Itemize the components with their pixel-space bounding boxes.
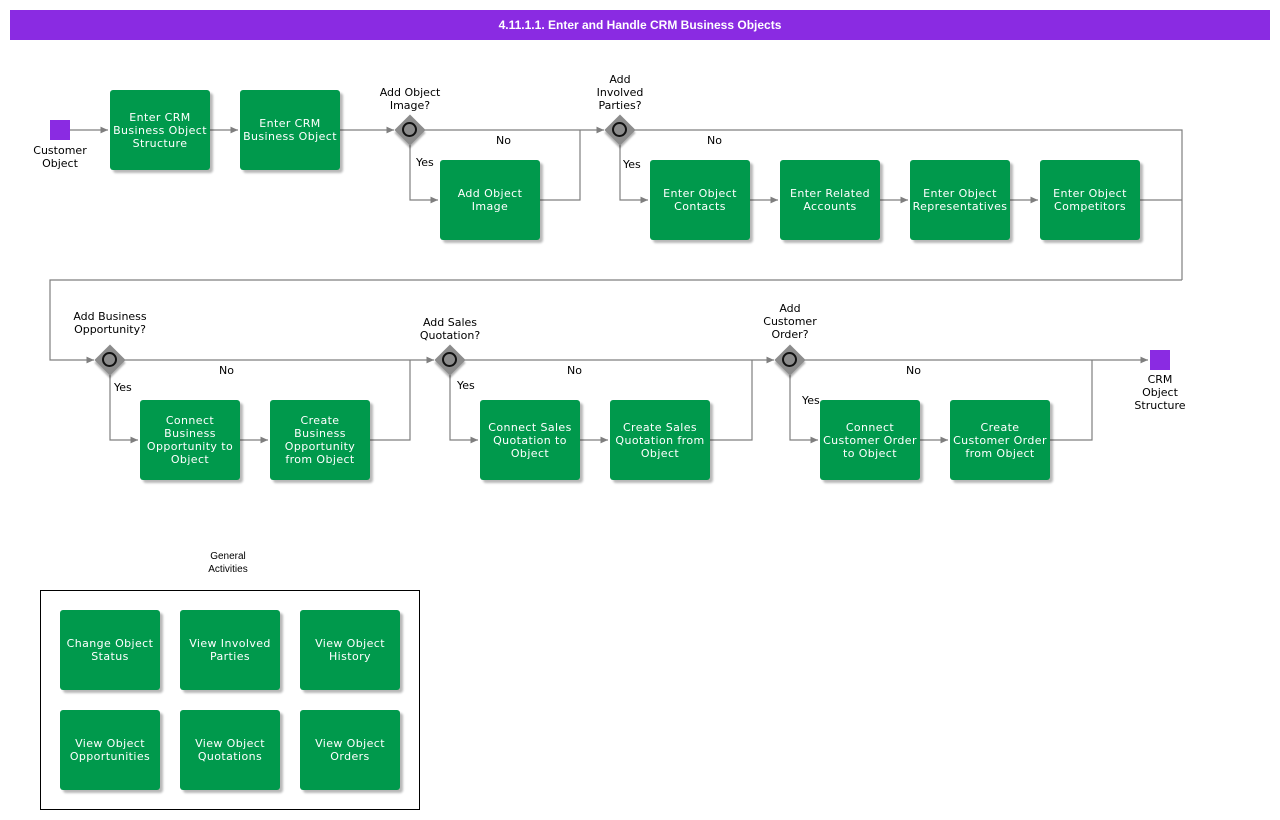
task-view-opportunities[interactable]: View Object Opportunities bbox=[60, 710, 160, 790]
gateway-business-opportunity-label: Add Business Opportunity? bbox=[73, 310, 147, 336]
label-opportunity-yes: Yes bbox=[114, 381, 132, 394]
label-order-no: No bbox=[906, 364, 921, 377]
end-event-label: CRM Object Structure bbox=[1134, 373, 1186, 412]
task-add-object-image[interactable]: Add Object Image bbox=[440, 160, 540, 240]
flow-image-yes bbox=[409, 145, 438, 204]
gateway-customer-order-marker bbox=[782, 352, 797, 367]
label-image-yes: Yes bbox=[416, 156, 434, 169]
task-view-quotations[interactable]: View Object Quotations bbox=[180, 710, 280, 790]
task-view-orders[interactable]: View Object Orders bbox=[300, 710, 400, 790]
gateway-add-image-label: Add Object Image? bbox=[379, 86, 441, 112]
label-parties-no: No bbox=[707, 134, 722, 147]
task-enter-structure[interactable]: Enter CRM Business Object Structure bbox=[110, 90, 210, 170]
flow-parties-yes bbox=[619, 145, 648, 204]
label-quotation-yes: Yes bbox=[457, 379, 475, 392]
task-create-opportunity[interactable]: Create Business Opportunity from Object bbox=[270, 400, 370, 480]
task-view-involved-parties[interactable]: View Involved Parties bbox=[180, 610, 280, 690]
end-event[interactable] bbox=[1150, 350, 1170, 370]
diagram-title: 4.11.1.1. Enter and Handle CRM Business … bbox=[10, 10, 1270, 40]
gateway-sales-quotation-marker bbox=[442, 352, 457, 367]
start-event[interactable] bbox=[50, 120, 70, 140]
general-activities-group bbox=[40, 590, 420, 810]
gateway-sales-quotation-label: Add Sales Quotation? bbox=[419, 316, 481, 342]
task-connect-quotation[interactable]: Connect Sales Quotation to Object bbox=[480, 400, 580, 480]
gateway-customer-order-label: Add Customer Order? bbox=[763, 302, 817, 341]
label-image-no: No bbox=[496, 134, 511, 147]
label-parties-yes: Yes bbox=[623, 158, 641, 171]
task-enter-competitors[interactable]: Enter Object Competitors bbox=[1040, 160, 1140, 240]
flow-create-opportunity-merge bbox=[370, 360, 411, 441]
label-order-yes: Yes bbox=[802, 394, 820, 407]
flow-create-quotation-merge bbox=[710, 360, 753, 441]
task-enter-representatives[interactable]: Enter Object Representatives bbox=[910, 160, 1010, 240]
task-enter-object[interactable]: Enter CRM Business Object bbox=[240, 90, 340, 170]
label-quotation-no: No bbox=[567, 364, 582, 377]
task-enter-accounts[interactable]: Enter Related Accounts bbox=[780, 160, 880, 240]
label-opportunity-no: No bbox=[219, 364, 234, 377]
flow-wrap bbox=[49, 279, 1182, 364]
task-enter-contacts[interactable]: Enter Object Contacts bbox=[650, 160, 750, 240]
task-create-quotation[interactable]: Create Sales Quotation from Object bbox=[610, 400, 710, 480]
task-create-order[interactable]: Create Customer Order from Object bbox=[950, 400, 1050, 480]
flow-parties-no bbox=[635, 129, 1183, 280]
flow-create-order-merge bbox=[1050, 360, 1093, 441]
gateway-involved-parties-label: Add Involved Parties? bbox=[596, 73, 644, 112]
flow-opportunity-yes bbox=[109, 375, 138, 444]
task-connect-order[interactable]: Connect Customer Order to Object bbox=[820, 400, 920, 480]
start-event-label: Customer Object bbox=[33, 144, 87, 170]
gateway-add-image-marker bbox=[402, 122, 417, 137]
general-activities-label: General Activities bbox=[208, 551, 248, 575]
gateway-involved-parties-marker bbox=[612, 122, 627, 137]
task-view-history[interactable]: View Object History bbox=[300, 610, 400, 690]
gateway-business-opportunity-marker bbox=[102, 352, 117, 367]
task-change-status[interactable]: Change Object Status bbox=[60, 610, 160, 690]
task-connect-opportunity[interactable]: Connect Business Opportunity to Object bbox=[140, 400, 240, 480]
flow-quotation-yes bbox=[449, 375, 478, 444]
flow-add-image-to-parties bbox=[540, 130, 581, 201]
flow-order-yes bbox=[789, 375, 818, 444]
